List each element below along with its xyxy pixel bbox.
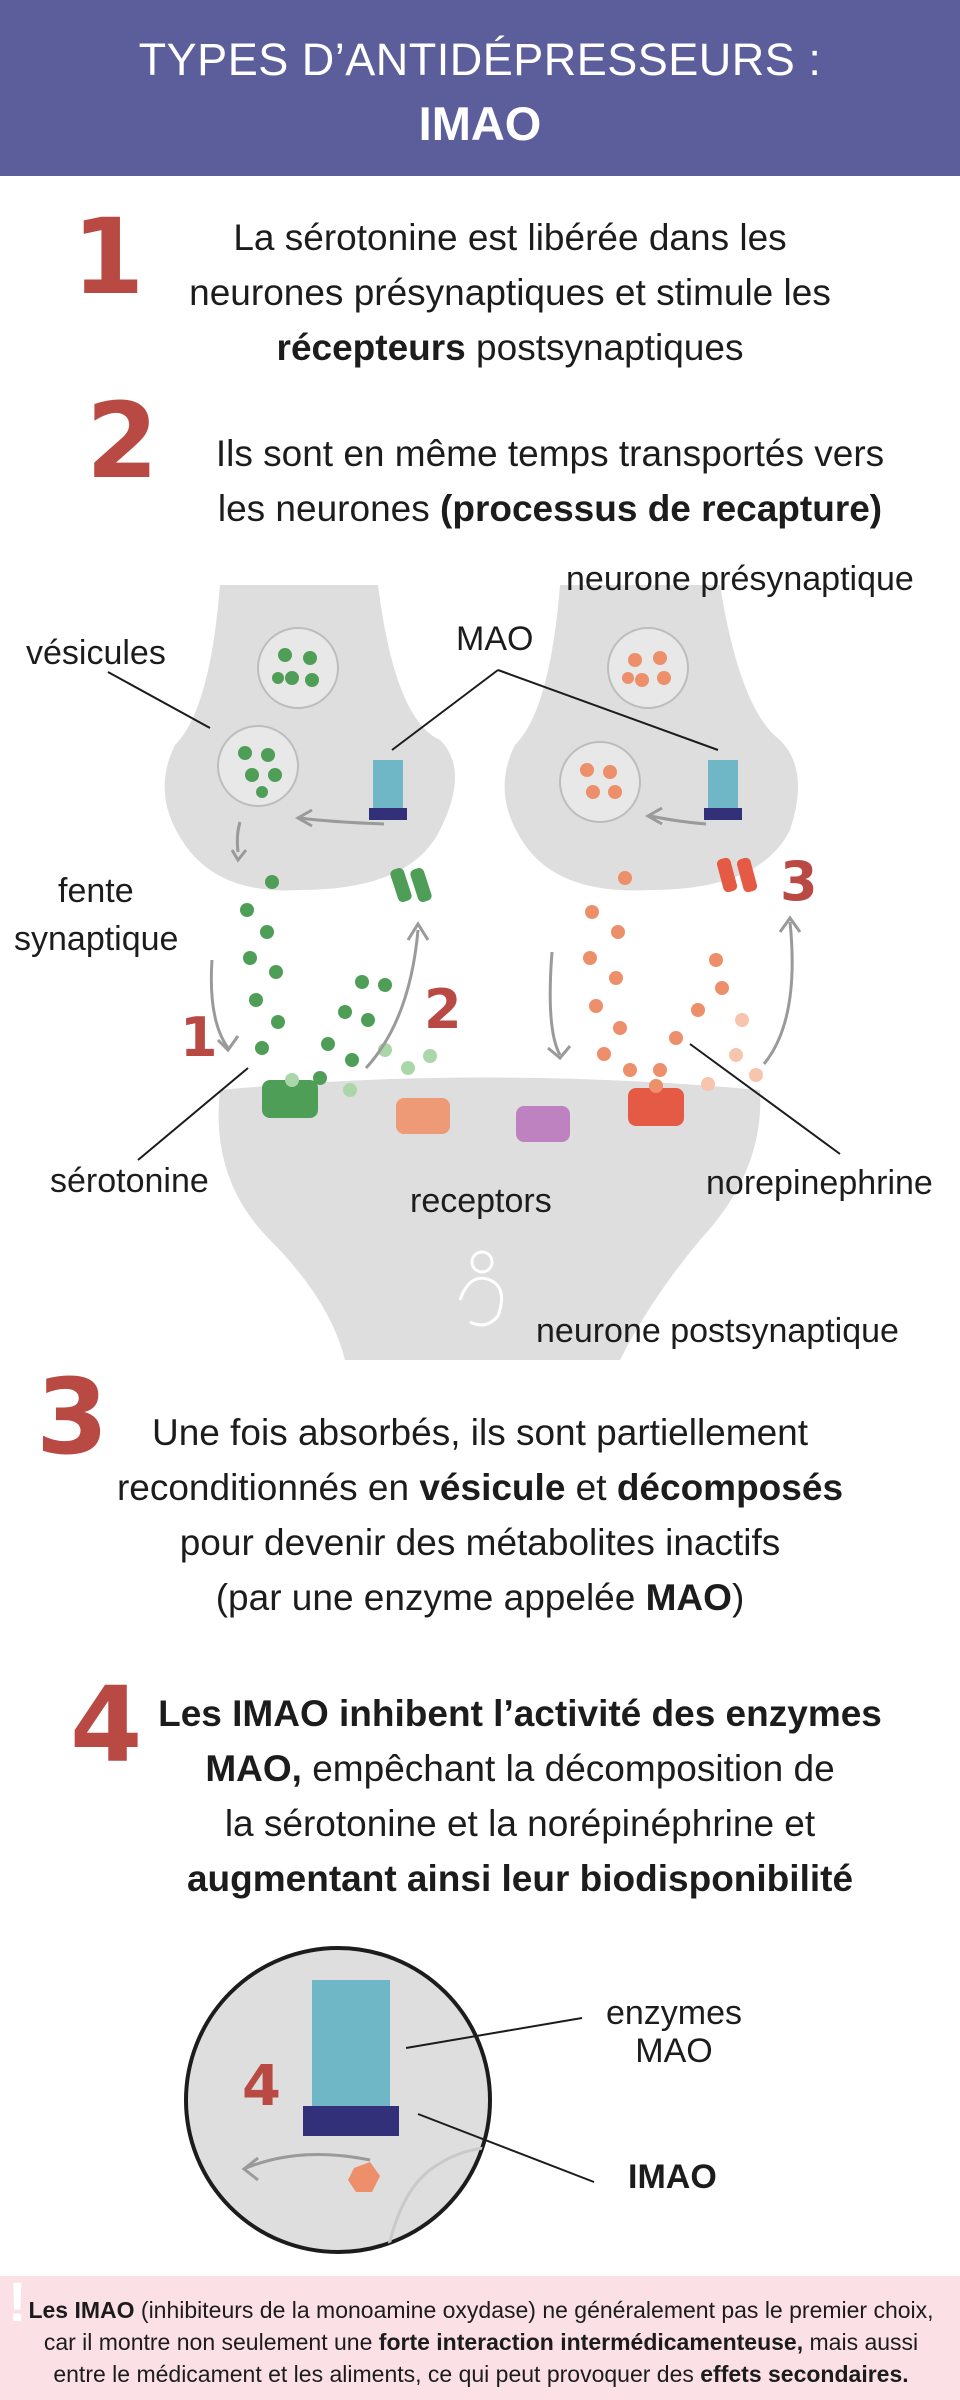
vesicle-right-bottom: [559, 741, 641, 823]
step-4-bold-4: augmentant ainsi leur biodisponibilité: [186, 1858, 854, 1899]
step-2-bold: (processus de recapture): [440, 488, 883, 529]
bound-serotonin: [285, 1073, 299, 1087]
zoom-mao-enzyme: [312, 1980, 390, 2106]
header-banner: TYPES D’ANTIDÉPRESSEURS : IMAO: [0, 0, 960, 176]
step-4-rest: empêchant la décomposition de: [301, 1748, 835, 1789]
step-2-number: 2: [86, 380, 159, 502]
label-postsynaptic-neuron: neurone postsynaptique: [536, 1312, 899, 1350]
diagram-marker-2: 2: [424, 978, 462, 1041]
step-3-line4-start: (par une enzyme appelée: [215, 1577, 646, 1618]
mao-bar-right: [704, 808, 742, 820]
warning-icon: !: [8, 2270, 27, 2333]
footer-text: Les IMAO (inhibiteurs de la monoamine ox…: [16, 2294, 946, 2390]
step-4-bold-2: MAO,: [205, 1748, 302, 1789]
zoom-label-enzymes-line-2: MAO: [635, 2032, 713, 2070]
footer-bold-2: forte interaction intermédicamenteuse,: [378, 2329, 804, 2355]
step-3-line-4: (par une enzyme appelée MAO): [70, 1570, 890, 1625]
step-3-start: reconditionnés en: [116, 1467, 420, 1508]
vesicle-left-bottom: [217, 725, 299, 807]
label-norepinephrine: norepinephrine: [706, 1164, 933, 1202]
rqs-logo: [458, 1250, 504, 1327]
step-3-line4-bold: MAO: [645, 1577, 732, 1618]
step-2-line-1: Ils sont en même temps transportés vers: [215, 433, 885, 474]
step-2-text: Ils sont en même temps transportés vers …: [170, 426, 930, 536]
step-3-number: 3: [36, 1356, 109, 1478]
footer-bold-3: effets secondaires.: [700, 2361, 909, 2387]
mao-enzyme-left: [373, 760, 403, 808]
label-receptors: receptors: [410, 1182, 552, 1220]
mao-enzyme-right: [708, 760, 738, 808]
receptor-serotonin-base: [262, 1080, 318, 1118]
leader-lines: [107, 669, 841, 1161]
receptor-orange: [396, 1098, 450, 1134]
step-1-line-2: neurones présynaptiques et stimule les: [189, 272, 831, 313]
imao-zoom-diagram: enzymes MAO IMAO 4: [0, 1940, 960, 2280]
step-3-line-1: Une fois absorbés, ils sont partiellemen…: [151, 1412, 809, 1453]
step-4-line-2: MAO, empêchant la décomposition de: [130, 1741, 910, 1796]
synapse-diagram: neurone présynaptique vésicules MAO fent…: [0, 560, 960, 1380]
vesicle-right-top: [607, 627, 689, 709]
footer-warning: ! Les IMAO (inhibiteurs de la monoamine …: [0, 2270, 960, 2400]
reuptake-transporter-right: [716, 857, 758, 893]
imao-zoom-illustration: [184, 1946, 595, 2254]
synapse-illustration: [107, 585, 841, 1360]
serotonin-in-vesicles: [238, 648, 319, 798]
title-line-1: TYPES D’ANTIDÉPRESSEURS :: [138, 34, 822, 85]
step-3-bold-1: vésicule: [419, 1467, 566, 1508]
step-1-rest: postsynaptiques: [465, 327, 744, 368]
step-4-line-1: Les IMAO inhibent l’activité des enzymes: [130, 1686, 910, 1741]
zoom-label-enzymes-line-1: enzymes: [605, 1994, 743, 2032]
step-2-line-2: les neurones (processus de recapture): [170, 481, 930, 536]
zoom-norepinephrine: [348, 2162, 380, 2192]
mao-bar-left: [369, 808, 407, 820]
step-4-line-4: augmentant ainsi leur biodisponibilité: [130, 1851, 910, 1906]
title-line-2: IMAO: [418, 97, 542, 150]
norepinephrine-in-cleft: [583, 871, 729, 1077]
label-vesicles: vésicules: [26, 634, 166, 672]
footer-bold-1: Les IMAO: [28, 2297, 135, 2323]
receptor-purple: [516, 1106, 570, 1142]
footer-text-2: mais aussi entre le médicament et les al…: [53, 2329, 919, 2387]
zoom-leader-lines: [405, 2017, 595, 2183]
step-1-bold: récepteurs: [276, 327, 466, 368]
serotonin-in-cleft: [240, 875, 392, 1085]
label-cleft-line-2: synaptique: [14, 920, 179, 958]
diagram-marker-3: 3: [780, 850, 818, 913]
vesicle-left-top: [257, 627, 339, 709]
label-cleft-line-1: fente: [58, 872, 134, 910]
step-3-text: Une fois absorbés, ils sont partiellemen…: [70, 1405, 890, 1625]
postsynaptic-neuron: [218, 1077, 761, 1360]
reuptake-transporter-left: [390, 867, 432, 903]
zoom-label-imao: IMAO: [628, 2158, 717, 2196]
step-1-text: La sérotonine est libérée dans les neuro…: [130, 210, 890, 375]
label-presynaptic-neuron: neurone présynaptique: [566, 560, 914, 598]
zoom-imao-bar: [303, 2106, 399, 2136]
step-3-line-3: pour devenir des métabolites inactifs: [179, 1522, 781, 1563]
step-4-number: 4: [70, 1664, 143, 1786]
step-1-number: 1: [72, 196, 145, 318]
step-1-line-1: La sérotonine est libérée dans les: [233, 217, 787, 258]
step-4-text: Les IMAO inhibent l’activité des enzymes…: [130, 1686, 910, 1906]
zoom-arrow: [241, 2153, 371, 2182]
bound-norepinephrine: [649, 1079, 663, 1093]
step-3-line-2: reconditionnés en vésicule et décomposés: [70, 1460, 890, 1515]
step-3-line4-end: ): [731, 1577, 745, 1618]
footer-text-1: (inhibiteurs de la monoamine oxydase) ne…: [43, 2297, 934, 2355]
step-3-bold-2: décomposés: [616, 1467, 844, 1508]
diagram-marker-1: 1: [180, 1006, 218, 1069]
label-serotonin: sérotonine: [50, 1162, 209, 1200]
norepinephrine-faded: [701, 1013, 763, 1091]
receptor-norepinephrine: [628, 1088, 684, 1126]
label-mao: MAO: [456, 620, 534, 658]
step-3-mid: et: [565, 1467, 617, 1508]
step-1-line-3: récepteurs postsynaptiques: [130, 320, 890, 375]
step-2-start: les neurones: [217, 488, 441, 529]
flow-arrows: [209, 806, 802, 1070]
step-4-bold-1: Les IMAO inhibent l’activité des enzymes: [158, 1693, 882, 1734]
zoom-marker-4: 4: [242, 2054, 281, 2119]
step-4-line-3: la sérotonine et la norépinéphrine et: [224, 1803, 816, 1844]
norepinephrine-in-vesicles: [580, 651, 671, 799]
